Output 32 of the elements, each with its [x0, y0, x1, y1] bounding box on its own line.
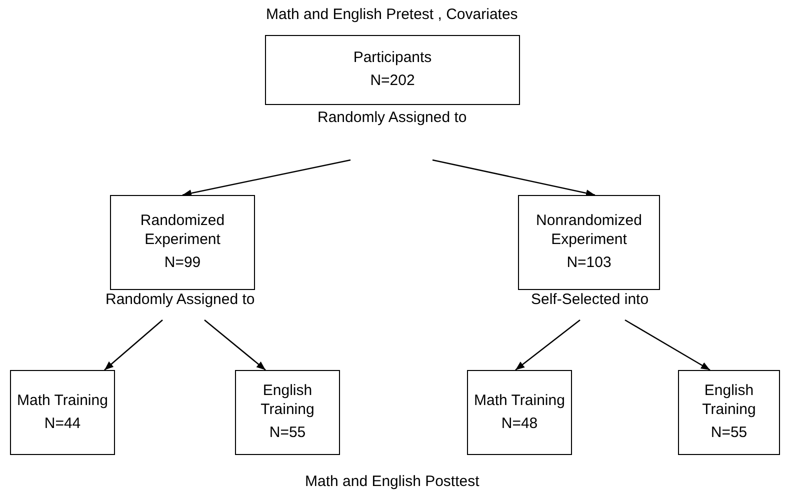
sample-size: N=48 [501, 414, 538, 434]
box-title: Math Training [17, 392, 108, 410]
process-box [678, 370, 780, 455]
sample-size: N=44 [44, 414, 81, 434]
arrow [515, 319, 580, 371]
posttest-note: Math and English Posttest [305, 473, 480, 490]
process-box [518, 195, 660, 290]
sample-size: N=55 [269, 424, 306, 443]
arrow [624, 319, 710, 371]
assignment-note: Randomly Assigned to [106, 291, 255, 308]
arrow [204, 320, 266, 370]
pretest-note: Math and English Pretest , Covariates [266, 6, 518, 23]
sample-size: N=103 [566, 254, 612, 273]
box-title: Math Training [474, 392, 565, 410]
box-title: Participants [353, 49, 432, 68]
box-title: Randomized Experiment [139, 212, 226, 250]
box-title: Nonrandomized Experiment [535, 212, 643, 250]
box-title: English Training [260, 382, 316, 420]
process-box [110, 195, 255, 290]
arrow [104, 320, 163, 370]
sample-size: N=202 [370, 72, 415, 91]
assignment-note: Randomly Assigned to [318, 109, 467, 126]
process-box [467, 370, 572, 455]
assignment-note: Self-Selected into [531, 291, 649, 308]
arrow [182, 159, 351, 197]
process-box [10, 370, 115, 455]
sample-size: N=99 [164, 254, 201, 273]
arrow [432, 159, 596, 197]
box-title: English Training [701, 382, 757, 420]
process-box [265, 35, 520, 105]
sample-size: N=55 [710, 424, 748, 443]
process-box [235, 370, 340, 455]
